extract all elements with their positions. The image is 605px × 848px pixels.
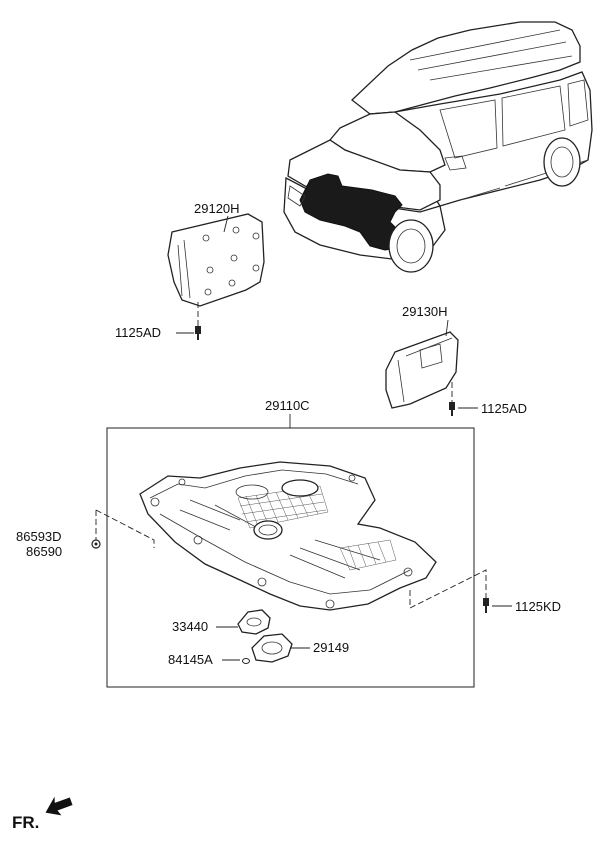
clip-icon [91, 539, 101, 549]
vehicle-illustration [283, 21, 593, 273]
cover-left-part [167, 213, 265, 307]
bolt-icon [195, 326, 201, 340]
bolt-icon [449, 402, 455, 416]
callout-1125kd: 1125KD [515, 599, 561, 614]
under-cover-panel [139, 461, 437, 611]
bracket-29149-part [251, 633, 293, 663]
callout-86593d: 86593D [16, 529, 62, 544]
bracket-33440-part [237, 609, 271, 635]
callout-1125ad-left: 1125AD [115, 325, 161, 340]
callout-84145a: 84145A [168, 652, 213, 667]
callout-33440: 33440 [172, 619, 208, 634]
callout-29110c: 29110C [265, 398, 310, 413]
callout-29120h: 29120H [194, 201, 240, 216]
callout-86590: 86590 [26, 544, 62, 559]
assembly-frame [106, 427, 475, 688]
callout-1125ad-right: 1125AD [481, 401, 527, 416]
front-arrow-icon [45, 796, 73, 816]
front-indicator-label: FR. [12, 813, 39, 832]
small-clip-icon [242, 658, 250, 664]
bolt-icon [483, 598, 489, 613]
cover-right-part [385, 331, 459, 409]
callout-29130h: 29130H [402, 304, 448, 319]
callout-29149: 29149 [313, 640, 349, 655]
